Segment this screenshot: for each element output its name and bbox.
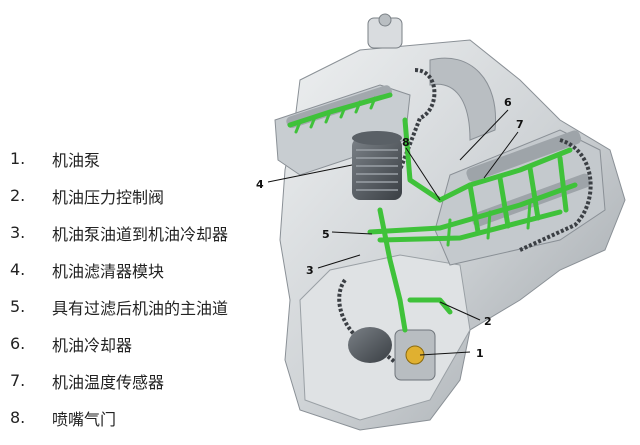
oil-filter-module [352, 131, 402, 200]
legend-item: 1. 机油泵 [10, 140, 280, 177]
legend-label: 机油温度传感器 [52, 372, 165, 392]
oil-spray-branches [294, 96, 532, 247]
legend-label: 机油泵油道到机油冷却器 [52, 224, 229, 244]
callout-labels: 1 2 3 4 5 6 7 8 [256, 96, 524, 360]
callout-2: 2 [484, 315, 492, 328]
legend-label: 机油压力控制阀 [52, 187, 165, 207]
legend-number: 2. [10, 186, 26, 205]
legend-number: 8. [10, 408, 26, 427]
legend-number: 7. [10, 371, 26, 390]
legend: 1.机油泵 2.机油压力控制阀 3.机油泵油道到机油冷却器 4.机油滤清器模块 … [10, 140, 280, 436]
callout-4: 4 [256, 178, 264, 191]
callout-6: 6 [504, 96, 512, 109]
legend-item: 2. 机油压力控制阀 [10, 177, 280, 214]
legend-number: 1. [10, 149, 26, 168]
legend-number: 4. [10, 260, 26, 279]
callout-3: 3 [306, 264, 314, 277]
legend-number: 6. [10, 334, 26, 353]
legend-label: 机油冷却器 [52, 335, 133, 355]
legend-label: 喷嘴气门 [52, 409, 117, 429]
legend-label: 具有过滤后机油的主油道 [52, 298, 229, 318]
legend-label: 机油泵 [52, 150, 101, 170]
callout-1: 1 [476, 347, 484, 360]
oil-pump [348, 327, 436, 381]
legend-number: 3. [10, 223, 26, 242]
fuel-pump [367, 13, 403, 49]
legend-label: 机油滤清器模块 [52, 261, 165, 281]
legend-item: 3. 机油泵油道到机油冷却器 [10, 214, 280, 251]
callout-5: 5 [322, 228, 330, 241]
legend-item: 4. 机油滤清器模块 [10, 251, 280, 288]
callout-8: 8 [402, 136, 410, 149]
legend-item: 8. 喷嘴气门 [10, 399, 280, 436]
leader-lines [267, 109, 519, 356]
legend-item: 7. 机油温度传感器 [10, 362, 280, 399]
legend-item: 6. 机油冷却器 [10, 325, 280, 362]
legend-item: 5. 具有过滤后机油的主油道 [10, 288, 280, 325]
callout-7: 7 [516, 118, 524, 131]
oil-galleries [287, 92, 578, 333]
legend-number: 5. [10, 297, 26, 316]
